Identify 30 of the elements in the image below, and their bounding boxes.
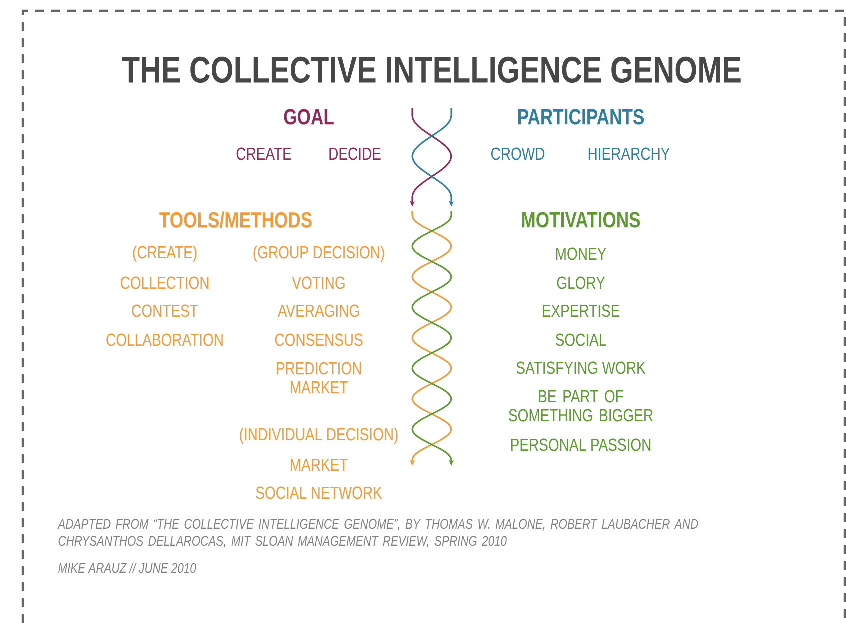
method-item: COLLECTION [120,276,209,290]
motivation-item: SATISFYING WORK [516,362,646,374]
method-item: CONTEST [132,304,198,318]
participant-item: CROWD [492,148,545,160]
method-item: AVERAGING [278,304,360,318]
heading: MOTIVATIONS [522,212,640,228]
heading: GOAL [284,109,334,125]
motivation-item: PERSONAL PASSION [511,438,651,452]
title: THE COLLECTIVE INTELLIGENCE GENOME [122,56,741,84]
source-note: ADAPTED FROM “THE COLLECTIVE INTELLIGENCE GENOME”, BY THOMAS W. MALONE, ROBERT LAUBACHER AND CHRYSANTHOS DELLAROCAS, MIT SLOAN MANAGEMENT REVIEW, SPRING 2010 [58,519,698,548]
method-item: PREDICTION MARKET [276,362,362,394]
motivation-item: BE PART OF SOMETHING BIGGER [509,390,653,422]
participant-item: HIERARCHY [588,148,670,160]
motivation-item: MONEY [556,248,606,260]
motivation-item: GLORY [557,276,606,290]
method-item: COLLABORATION [106,334,223,346]
method-item: (INDIVIDUAL DECISION) [240,428,398,444]
motivation-item: SOCIAL [556,334,606,346]
method-item: (CREATE) [133,246,197,262]
method-item: CONSENSUS [275,334,363,346]
motivation-item: EXPERTISE [542,304,620,318]
method-item: (GROUP DECISION) [254,246,384,262]
goal-item: CREATE [236,148,292,160]
method-item: SOCIAL NETWORK [256,486,382,500]
heading: TOOLS/METHODS [160,212,312,228]
goal-item: DECIDE [330,148,381,160]
heading: PARTICIPANTS [518,109,644,125]
method-item: MARKET [290,458,348,472]
author-note: MIKE ARAUZ // JUNE 2010 [58,562,196,574]
method-item: VOTING [292,276,345,290]
